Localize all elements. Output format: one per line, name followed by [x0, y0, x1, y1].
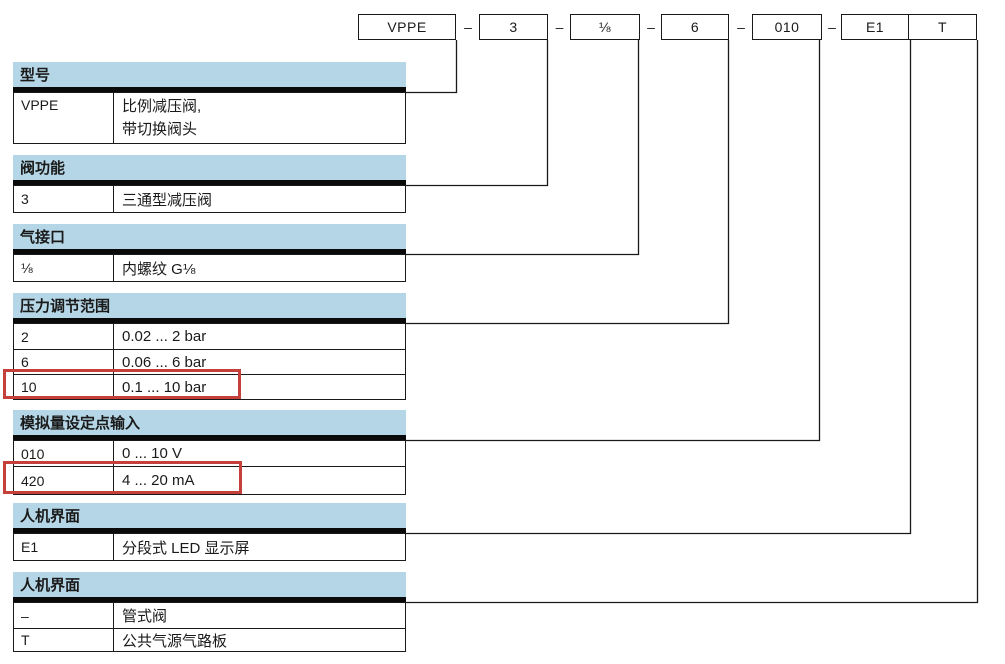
section-header: 压力调节范围 — [13, 293, 406, 318]
section-title: 型号 — [20, 67, 51, 84]
connector-line-7 — [406, 40, 979, 604]
description-cell: 0.1 ... 10 bar — [122, 378, 207, 396]
section: 型号 VPPE 比例减压阀, 带切换阀头 — [13, 62, 406, 144]
section-divider-bar — [13, 180, 406, 185]
code-separator: – — [464, 19, 472, 35]
connector-line-1 — [406, 40, 458, 94]
section-title: 模拟量设定点输入 — [20, 415, 141, 432]
section-header: 型号 — [13, 62, 406, 87]
code-cell: 6 — [14, 350, 114, 374]
table-row: T 公共气源气路板 — [14, 628, 405, 651]
description-cell: 分段式 LED 显示屏 — [122, 539, 250, 557]
code-box: 6 — [661, 14, 729, 40]
section-rows: E1 分段式 LED 显示屏 — [13, 533, 406, 561]
table-row: –管式阀 — [14, 603, 405, 628]
code-box: 3 — [479, 14, 548, 40]
description-cell: 管式阀 — [122, 608, 168, 625]
section-header: 模拟量设定点输入 — [13, 410, 406, 435]
connector-line-6 — [406, 40, 912, 535]
section-divider-bar — [13, 249, 406, 254]
section-rows: 010 0 ... 10 V 420 4 ... 20 mA — [13, 440, 406, 495]
section-title: 压力调节范围 — [20, 298, 111, 315]
section-header: 人机界面 — [13, 503, 406, 528]
section-rows: ⅛ 内螺纹 G⅛ — [13, 254, 406, 282]
code-cell: E1 — [14, 534, 114, 560]
code-box: ⅛ — [570, 14, 640, 40]
section-title: 人机界面 — [20, 577, 81, 594]
connector-line-2 — [406, 40, 549, 187]
description-cell: 比例减压阀, 带切换阀头 — [114, 93, 405, 143]
connector-line-4 — [406, 40, 730, 325]
section-divider-bar — [13, 87, 406, 92]
description-cell: 0 ... 10 V — [122, 445, 183, 462]
section-title: 阀功能 — [20, 160, 66, 177]
table-row: 6 0.06 ... 6 bar — [14, 349, 405, 374]
code-box-cell: T — [908, 15, 976, 39]
section-divider-bar — [13, 597, 406, 602]
section-divider-bar — [13, 435, 406, 440]
table-row: E1 分段式 LED 显示屏 — [14, 534, 405, 560]
code-separator: – — [828, 19, 836, 35]
description-line: 带切换阀头 — [122, 121, 198, 138]
code-box-combined: E1 T — [841, 14, 977, 40]
code-cell: – — [14, 603, 114, 628]
section-divider-bar — [13, 318, 406, 323]
section-title: 气接口 — [20, 229, 66, 246]
section: 模拟量设定点输入 010 0 ... 10 V 420 4 ... 20 mA — [13, 410, 406, 495]
code-cell: 3 — [14, 186, 114, 212]
section-header: 阀功能 — [13, 155, 406, 180]
table-row: VPPE 比例减压阀, 带切换阀头 — [14, 93, 405, 143]
table-row: 3 三通型减压阀 — [14, 186, 405, 212]
section-header: 气接口 — [13, 224, 406, 249]
code-separator: – — [647, 19, 655, 35]
table-row: 420 4 ... 20 mA — [14, 466, 405, 494]
table-row: 010 0 ... 10 V — [14, 441, 405, 466]
description-cell: 公共气源气路板 — [122, 632, 228, 650]
section: 压力调节范围 2 0.02 ... 2 bar 6 0.06 ... 6 bar 10 0.… — [13, 293, 406, 400]
section: 气接口 ⅛ 内螺纹 G⅛ — [13, 224, 406, 282]
connector-line-3 — [406, 40, 640, 256]
code-cell: 010 — [14, 441, 114, 466]
section-divider-bar — [13, 528, 406, 533]
section-rows: 2 0.02 ... 2 bar 6 0.06 ... 6 bar 10 0.1 ... … — [13, 323, 406, 400]
code-box-cell: E1 — [865, 19, 885, 35]
code-box: 010 — [752, 14, 822, 40]
table-row: ⅛ 内螺纹 G⅛ — [14, 255, 405, 281]
code-box: VPPE — [358, 14, 456, 40]
description-cell: 三通型减压阀 — [122, 191, 213, 209]
code-separator: – — [737, 19, 745, 35]
code-cell: T — [14, 629, 114, 651]
table-row: 10 0.1 ... 10 bar — [14, 374, 405, 399]
code-cell: 420 — [14, 467, 114, 494]
code-cell: 2 — [14, 324, 114, 349]
description-line: 比例减压阀, — [122, 98, 202, 115]
table-row: 2 0.02 ... 2 bar — [14, 324, 405, 349]
description-cell: 0.02 ... 2 bar — [122, 328, 207, 345]
section-title: 人机界面 — [20, 508, 81, 525]
description-cell: 4 ... 20 mA — [122, 472, 195, 489]
section: 人机界面 E1 分段式 LED 显示屏 — [13, 503, 406, 561]
section-rows: VPPE 比例减压阀, 带切换阀头 — [13, 92, 406, 144]
section-header: 人机界面 — [13, 572, 406, 597]
section: 阀功能 3 三通型减压阀 — [13, 155, 406, 213]
description-cell: 0.06 ... 6 bar — [122, 353, 207, 371]
code-cell: ⅛ — [14, 255, 114, 281]
code-separator: – — [555, 19, 564, 35]
connector-line-5 — [406, 40, 821, 442]
code-cell: VPPE — [14, 93, 114, 143]
description-cell: 内螺纹 G⅛ — [122, 260, 196, 278]
section-rows: 3 三通型减压阀 — [13, 185, 406, 213]
code-cell: 10 — [14, 375, 114, 399]
